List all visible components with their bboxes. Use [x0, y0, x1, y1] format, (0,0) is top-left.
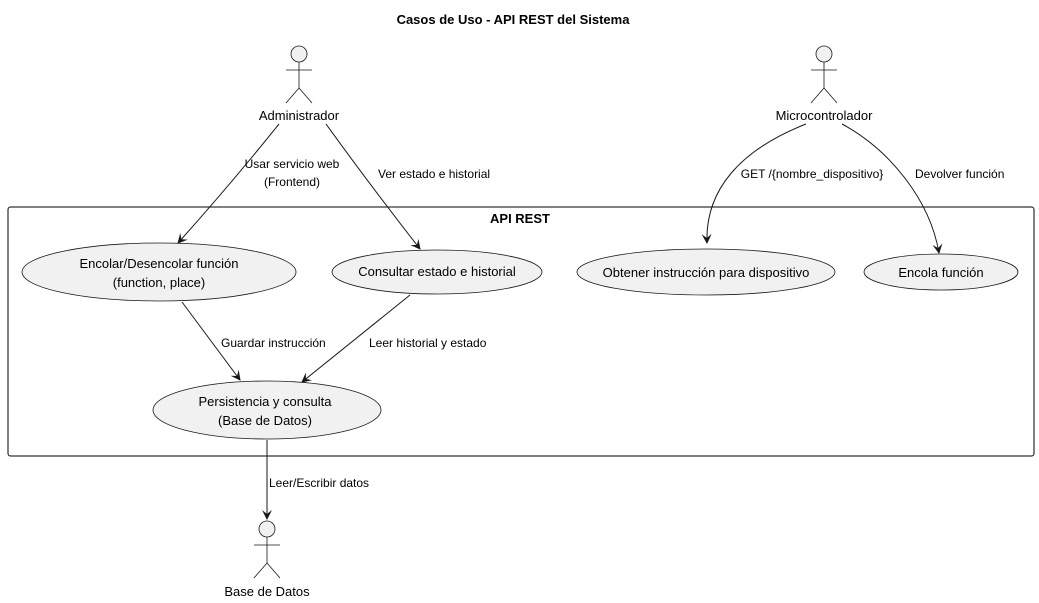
use-case-obtener-instruccion[interactable]: Obtener instrucción para dispositivo	[576, 248, 836, 296]
edge-label: Ver estado e historial	[378, 167, 490, 181]
use-case-label-line1: Encolar/Desencolar función	[80, 256, 239, 271]
edge-persistencia-db: Leer/Escribir datos	[262, 440, 369, 520]
edge-label-line1: Usar servicio web	[245, 157, 340, 171]
actor-label: Base de Datos	[224, 584, 310, 599]
actor-icon	[253, 520, 281, 579]
actor-microcontrolador[interactable]: Microcontrolador	[776, 45, 873, 123]
use-case-label: Consultar estado e historial	[358, 264, 516, 279]
use-case-persistencia[interactable]: Persistencia y consulta (Base de Datos)	[152, 380, 382, 440]
actor-icon	[285, 45, 313, 104]
edge-consultar-persistencia: Leer historial y estado	[301, 294, 487, 383]
use-case-encolar-desencolar[interactable]: Encolar/Desencolar función (function, pl…	[21, 242, 297, 302]
edge-label-line2: (Frontend)	[264, 175, 320, 189]
use-case-label-line2: (function, place)	[113, 275, 206, 290]
edge-label: Leer historial y estado	[369, 336, 487, 350]
use-case-label-line1: Persistencia y consulta	[199, 394, 333, 409]
edge-label: Leer/Escribir datos	[269, 476, 369, 490]
edge-encolar-persistencia: Guardar instrucción	[181, 301, 326, 381]
use-case-label: Encola función	[898, 265, 983, 280]
use-case-label: Obtener instrucción para dispositivo	[603, 265, 810, 280]
edge-micro-obtener: GET /{nombre_dispositivo}	[701, 123, 884, 244]
package-label: API REST	[490, 211, 550, 226]
use-case-consultar-estado[interactable]: Consultar estado e historial	[331, 249, 543, 295]
use-case-label-line2: (Base de Datos)	[218, 413, 312, 428]
api-rest-package	[7, 206, 1035, 457]
actor-administrador[interactable]: Administrador	[259, 45, 340, 123]
edge-label: Devolver función	[915, 167, 1004, 181]
use-case-encola-funcion[interactable]: Encola función	[863, 253, 1019, 291]
edge-label: GET /{nombre_dispositivo}	[741, 167, 884, 181]
edge-micro-encola: Devolver función	[841, 123, 1004, 254]
diagram-title: Casos de Uso - API REST del Sistema	[397, 12, 631, 27]
actor-label: Microcontrolador	[776, 108, 873, 123]
edge-admin-encolar: Usar servicio web (Frontend)	[177, 123, 340, 244]
actor-icon	[810, 45, 838, 104]
actor-base-de-datos[interactable]: Base de Datos	[224, 520, 310, 599]
actor-label: Administrador	[259, 108, 340, 123]
edge-admin-consultar: Ver estado e historial	[325, 123, 490, 250]
edge-label: Guardar instrucción	[221, 336, 326, 350]
